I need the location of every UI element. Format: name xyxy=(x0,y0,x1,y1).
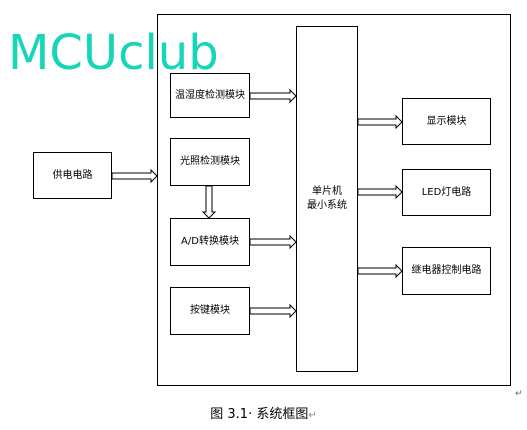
arrow-light-to-adc xyxy=(201,185,217,219)
figure-caption: 图 3.1· 系统框图↵ xyxy=(0,403,527,422)
power-supply-block: 供电电路 xyxy=(33,152,112,199)
keys-label: 按键模块 xyxy=(190,305,230,316)
arrow-temp-to-mcu xyxy=(249,88,297,104)
adc-block: A/D转换模块 xyxy=(170,218,250,266)
mcuclub-watermark: MCUclub xyxy=(8,25,219,81)
light-sensor-label: 光照检测模块 xyxy=(180,156,240,167)
relay-label: 继电器控制电路 xyxy=(411,265,482,276)
arrow-mcu-to-relay xyxy=(357,263,403,279)
keys-block: 按键模块 xyxy=(170,287,250,335)
mcu-label-line1: 单片机 xyxy=(312,186,342,197)
caption-paragraph-mark: ↵ xyxy=(308,410,317,421)
led-block: LED灯电路 xyxy=(402,169,491,216)
figure-caption-text: 图 3.1· 系统框图 xyxy=(210,407,309,422)
system-boundary-frame xyxy=(157,14,511,386)
temp-humidity-block: 温湿度检测模块 xyxy=(170,73,250,118)
display-block: 显示模块 xyxy=(402,98,491,145)
mcu-label-line2: 最小系统 xyxy=(307,200,347,211)
arrow-mcu-to-display xyxy=(357,114,403,130)
mcu-min-system-block: 单片机 最小系统 xyxy=(296,26,358,372)
adc-label: A/D转换模块 xyxy=(181,236,239,247)
arrow-keys-to-mcu xyxy=(249,303,297,319)
temp-humidity-label: 温湿度检测模块 xyxy=(175,89,245,101)
power-supply-label: 供电电路 xyxy=(52,169,93,181)
display-label: 显示模块 xyxy=(426,115,467,127)
led-label: LED灯电路 xyxy=(421,186,472,198)
arrow-adc-to-mcu xyxy=(249,234,297,250)
arrow-power-to-system xyxy=(111,168,158,184)
arrow-mcu-to-led xyxy=(357,184,403,200)
edge-return-mark: ↵ xyxy=(515,389,523,399)
relay-block: 继电器控制电路 xyxy=(402,247,491,295)
light-sensor-block: 光照检测模块 xyxy=(170,138,250,186)
